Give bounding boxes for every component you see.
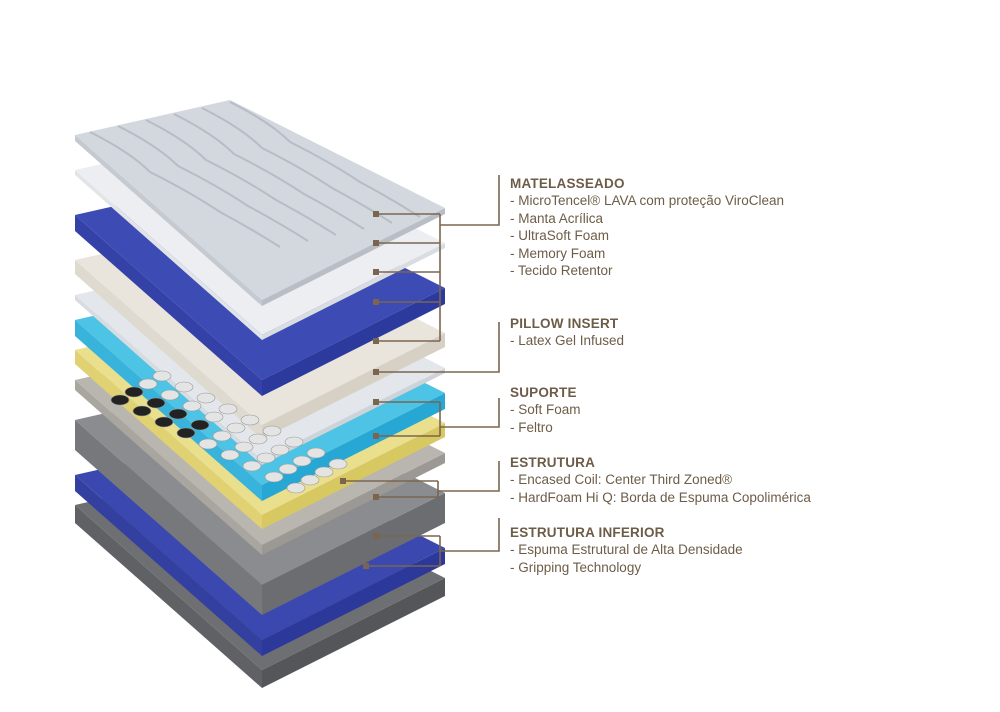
- coil-spring: [138, 378, 158, 390]
- coil-spring: [218, 403, 238, 415]
- group-item: - Memory Foam: [510, 245, 606, 261]
- layer-memory-foam-side: [75, 260, 262, 439]
- coil-spring: [204, 411, 224, 423]
- layer-blue-base-front: [262, 548, 445, 656]
- coil-spring: [146, 397, 166, 409]
- layer-microtencel-quilt-front: [262, 208, 445, 306]
- group-item: - Encased Coil: Center Third Zoned®: [510, 472, 733, 487]
- coil-spring: [242, 460, 262, 472]
- group-item: - Feltro: [510, 419, 553, 435]
- coil-spring: [198, 438, 218, 450]
- coil-spring: [190, 419, 210, 431]
- group-item: - UltraSoft Foam: [510, 228, 610, 243]
- coil-spring: [196, 392, 216, 404]
- coil-spring: [328, 458, 348, 470]
- group-item: - MicroTencel® LAVA com proteção ViroCle…: [510, 193, 785, 208]
- layer-spring-unit-side: [75, 420, 262, 615]
- quilt-stitch: [89, 131, 281, 248]
- layer-ultrasoft-foam-side: [75, 215, 262, 396]
- group-estrutura-inferior: ESTRUTURA INFERIOR - Espuma Estrutural d…: [510, 524, 743, 576]
- coil-spring: [306, 447, 326, 459]
- layer-latex-gel-side: [75, 320, 262, 501]
- layer-microtencel-quilt: [75, 100, 445, 300]
- coil-spring: [176, 427, 196, 439]
- layer-tecido-retentor-side: [75, 295, 262, 465]
- group-pillow-insert: PILLOW INSERT - Latex Gel Infused: [510, 315, 624, 350]
- leader-line: [440, 175, 500, 226]
- group-item: - Manta Acrílica: [510, 210, 604, 226]
- coil-spring: [220, 449, 240, 461]
- coil-spring: [264, 471, 284, 483]
- coil-spring: [124, 386, 144, 398]
- quilt-stitch: [173, 113, 365, 230]
- layer-gripping-base-side: [75, 505, 262, 688]
- coil-spring: [292, 455, 312, 467]
- layer-spring-unit-front: [262, 493, 445, 615]
- coil-spring: [226, 422, 246, 434]
- coil-spring: [168, 408, 188, 420]
- coil-spring: [270, 444, 290, 456]
- coil-spring: [262, 425, 282, 437]
- coil-spring: [182, 400, 202, 412]
- group-title: ESTRUTURA INFERIOR: [510, 525, 665, 540]
- leader-line: [440, 518, 500, 552]
- coil-spring: [152, 370, 172, 382]
- leader-line: [376, 322, 500, 373]
- quilt-stitch: [117, 125, 309, 242]
- layer-felt-front: [262, 453, 445, 555]
- leader-line: [440, 398, 500, 428]
- group-item: - Gripping Technology: [510, 559, 642, 575]
- layer-ultrasoft-foam-front: [262, 288, 445, 396]
- quilt-stitch: [145, 119, 337, 236]
- coil-spring: [278, 463, 298, 475]
- leader-line: [438, 461, 500, 492]
- group-item: - Espuma Estrutural de Alta Densidade: [510, 542, 743, 557]
- coil-spring: [234, 441, 254, 453]
- group-item: - Tecido Retentor: [510, 263, 613, 278]
- quilt-stitch: [229, 101, 421, 218]
- layer-latex-gel-front: [262, 393, 445, 501]
- layer-soft-foam-front: [262, 423, 445, 529]
- coil-spring: [160, 389, 180, 401]
- coil-spring: [256, 452, 276, 464]
- quilt-stitch: [201, 107, 393, 224]
- layer-soft-foam-side: [75, 350, 262, 529]
- coil-spring: [248, 433, 268, 445]
- layer-felt-side: [75, 380, 262, 555]
- coil-spring: [240, 414, 260, 426]
- group-suporte: SUPORTE - Soft Foam - Feltro: [510, 384, 581, 436]
- group-item: - Soft Foam: [510, 402, 581, 417]
- coil-spring: [300, 474, 320, 486]
- coil-spring: [154, 416, 174, 428]
- group-title: SUPORTE: [510, 385, 577, 400]
- group-item: - Latex Gel Infused: [510, 333, 625, 348]
- layer-manta-acrilica-front: [262, 243, 445, 340]
- group-estrutura: ESTRUTURA - Encased Coil: Center Third Z…: [510, 454, 811, 506]
- group-item: - HardFoam Hi Q: Borda de Espuma Copolim…: [510, 489, 811, 505]
- group-title: PILLOW INSERT: [510, 316, 619, 331]
- coil-spring: [132, 405, 152, 417]
- coil-spring: [286, 482, 306, 494]
- layer-manta-acrilica-side: [75, 170, 262, 340]
- coil-spring: [314, 466, 334, 478]
- layer-tecido-retentor-front: [262, 368, 445, 465]
- layer-microtencel-quilt-side: [75, 135, 262, 306]
- coil-spring: [174, 381, 194, 393]
- group-matelasseado: MATELASSEADO - MicroTencel® LAVA com pro…: [510, 175, 784, 280]
- coil-spring: [284, 436, 304, 448]
- group-title: MATELASSEADO: [510, 176, 625, 191]
- coil-spring: [110, 394, 130, 406]
- layer-gripping-base-front: [262, 578, 445, 688]
- coil-spring: [212, 430, 232, 442]
- layer-blue-base-side: [75, 475, 262, 656]
- group-title: ESTRUTURA: [510, 455, 596, 470]
- layer-memory-foam-front: [262, 333, 445, 439]
